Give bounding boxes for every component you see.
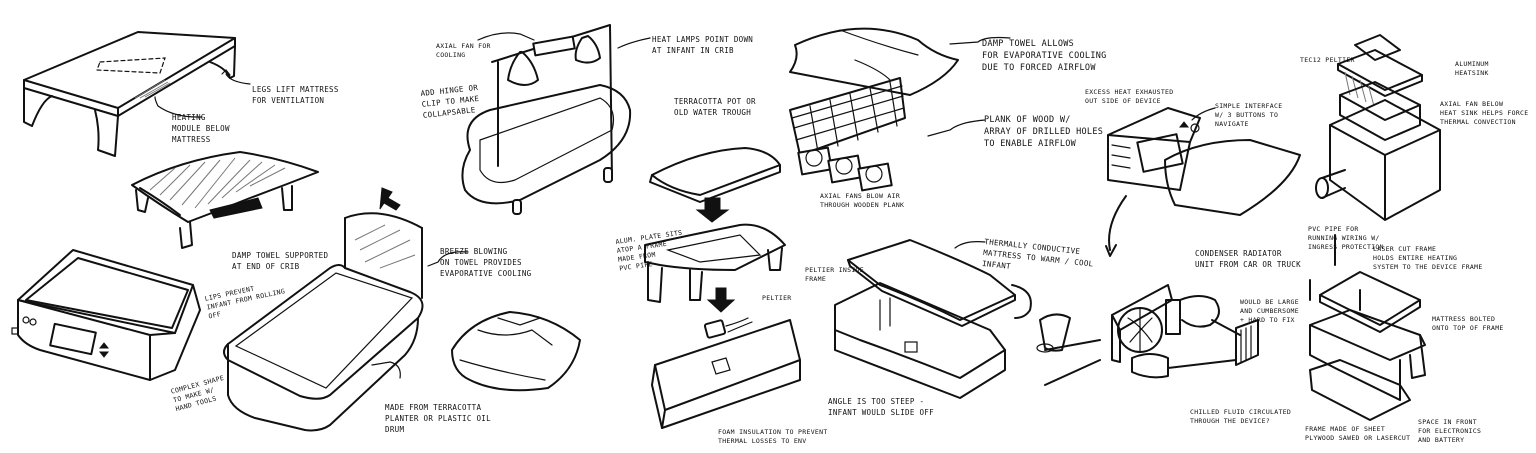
note-simple-interface: Simple interface w/ 3 buttons to navigat…	[1215, 102, 1283, 128]
note-damp-towel-crib: Damp towel supported at end of crib	[232, 251, 329, 271]
note-add-hinge: Add hinge or clip to make collapsable	[420, 82, 480, 120]
peltier-foam-cradle	[644, 147, 801, 429]
note-foam-insulation: Foam insulation to prevent thermal losse…	[718, 428, 828, 445]
leader-thermal-mattress	[954, 241, 986, 249]
condenser-radiator	[1111, 284, 1259, 379]
note-axial-fan-below: Axial fan below heat sink helps force th…	[1440, 100, 1529, 126]
note-tec12-peltier: TEC12 Peltier	[1300, 56, 1355, 64]
note-heat-lamps: Heat lamps point down at infant in crib	[652, 35, 754, 55]
plywood-frame-assembly	[1309, 234, 1426, 421]
note-condenser-radiator: Condenser radiator unit from car or truc…	[1195, 249, 1301, 269]
note-breeze-blowing: Breeze blowing on towel provides evapora…	[440, 247, 532, 278]
leader-plank	[927, 119, 986, 137]
note-damp-towel-allows: Damp towel allows for evaporative coolin…	[982, 39, 1107, 73]
note-peltier-inside: Peltier inside frame	[805, 266, 864, 283]
note-aluminum-heatsink: Aluminum heatsink	[1455, 60, 1489, 77]
leader-terracotta-drum	[371, 361, 401, 379]
note-peltier: Peltier	[762, 294, 792, 302]
note-excess-heat: Excess heat exhausted out side of device	[1085, 88, 1174, 105]
note-chilled-fluid: Chilled fluid circulated through the dev…	[1190, 408, 1292, 425]
note-made-from-terracotta: Made from terracotta planter or plastic …	[385, 403, 491, 434]
note-space-in-front: Space in front for electronics and batte…	[1418, 418, 1482, 444]
note-laser-cut-frame: Laser cut frame holds entire heating sys…	[1373, 245, 1483, 271]
note-plank-of-wood: Plank of wood w/ array of drilled holes …	[984, 115, 1104, 149]
leader-damp-towel	[949, 36, 1011, 45]
note-axial-fan-cooling: Axial fan for cooling	[436, 42, 491, 59]
cushion-mattress	[451, 311, 581, 392]
heat-lamp-crib	[461, 24, 632, 215]
interface-device-blanket	[1105, 107, 1301, 257]
note-large-cumbersome: Would be large and cumbersome + hard to …	[1240, 298, 1299, 324]
note-heating-module: Heating module below mattress	[172, 113, 230, 144]
leader-breeze	[427, 251, 469, 267]
leader-axial-fan	[477, 32, 535, 41]
note-legs-lift: Legs lift mattress for ventilation	[252, 85, 339, 105]
thermal-mattress-frame	[834, 239, 1101, 399]
note-pvc-pipe: PVC pipe for running wiring w/ ingress p…	[1308, 225, 1384, 251]
note-terracotta-pot: Terracotta pot or old water trough	[674, 97, 756, 117]
note-axial-fans-blow: Axial fans blow air through wooden plank	[820, 192, 905, 209]
leader-legs	[221, 69, 251, 85]
peltier-heatsink-enclosure	[1315, 34, 1441, 221]
note-angle-too-steep: Angle is too steep - infant would slide …	[828, 397, 934, 417]
curved-cradle	[131, 151, 319, 249]
tray-device	[11, 249, 201, 381]
leader-heating	[154, 96, 203, 118]
leader-heat-lamps	[617, 37, 651, 49]
evaporative-plank-stack	[789, 27, 959, 192]
note-frame-made-of-sheet: Frame made of sheet plywood sawed or las…	[1305, 425, 1411, 442]
leader-simple-interface	[1191, 107, 1216, 121]
terracotta-crib-towel	[223, 187, 424, 432]
note-mattress-bolted: Mattress bolted onto top of frame	[1432, 315, 1504, 332]
